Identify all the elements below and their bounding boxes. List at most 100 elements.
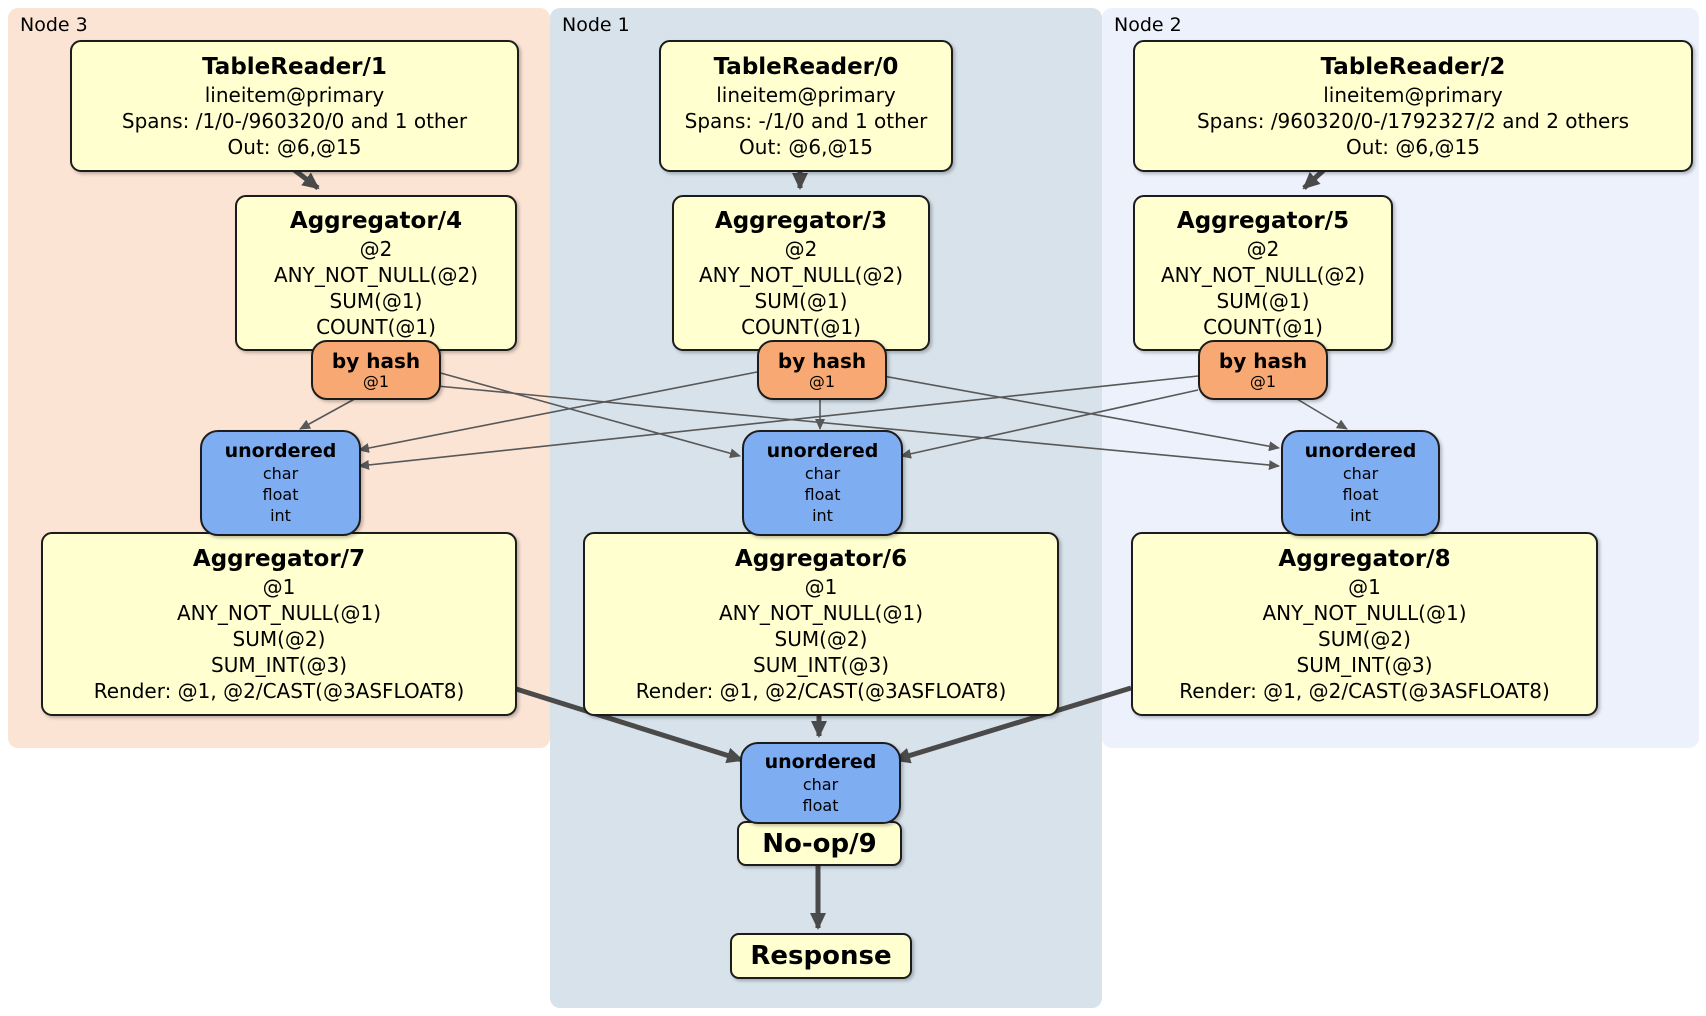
edge-agg7-to-finalsync xyxy=(512,685,744,764)
sync-title: unordered xyxy=(1304,440,1417,462)
box-title: No-op/9 xyxy=(762,828,877,859)
sync-item: int xyxy=(1350,506,1371,525)
sync-item: float xyxy=(262,485,299,504)
sync-item: int xyxy=(270,506,291,525)
tablereader-2-box: TableReader/2 lineitem@primary Spans: /9… xyxy=(1133,40,1693,172)
router-key: @1 xyxy=(808,372,836,391)
box-title: Aggregator/5 xyxy=(1176,208,1350,234)
box-line: SUM(@2) xyxy=(774,627,868,651)
box-line: SUM_INT(@3) xyxy=(753,653,889,677)
edge-tr1-to-agg4 xyxy=(291,167,320,190)
sync-title: unordered xyxy=(764,750,877,773)
box-line: @2 xyxy=(784,237,818,261)
edge-router2-to-sync3 xyxy=(358,375,1199,470)
box-line: SUM_INT(@3) xyxy=(1296,653,1433,677)
router-key: @1 xyxy=(1249,372,1277,391)
box-line: lineitem@primary xyxy=(204,83,385,107)
box-line: ANY_NOT_NULL(@2) xyxy=(699,263,903,287)
box-title: TableReader/0 xyxy=(713,54,899,80)
router-title: by hash xyxy=(777,349,867,373)
edge-tr2-to-agg5 xyxy=(1302,167,1327,190)
sync-title: unordered xyxy=(766,440,879,462)
box-title: Aggregator/4 xyxy=(289,208,463,234)
sync-item: int xyxy=(812,506,833,525)
box-line: Render: @1, @2/CAST(@3ASFLOAT8) xyxy=(1179,679,1550,703)
box-line: lineitem@primary xyxy=(1323,83,1503,107)
box-line: SUM(@2) xyxy=(1318,627,1411,651)
sync-item: char xyxy=(1342,464,1379,483)
box-line: Render: @1, @2/CAST(@3ASFLOAT8) xyxy=(635,679,1007,703)
box-line: COUNT(@1) xyxy=(1203,315,1323,339)
tablereader-0-box: TableReader/0 lineitem@primary Spans: -/… xyxy=(659,40,953,172)
box-line: SUM(@1) xyxy=(329,289,423,313)
edge-router1-to-sync3 xyxy=(358,371,758,453)
box-title: TableReader/1 xyxy=(202,54,387,80)
sync-item: char xyxy=(802,774,839,794)
panel-node3-label: Node 3 xyxy=(20,14,88,36)
box-line: ANY_NOT_NULL(@1) xyxy=(719,601,923,625)
box-line: @2 xyxy=(359,237,393,261)
box-line: Render: @1, @2/CAST(@3ASFLOAT8) xyxy=(93,679,465,703)
sync-item: float xyxy=(802,795,839,815)
sync-item: float xyxy=(1342,485,1379,504)
unordered-sync-final: unordered char float xyxy=(740,742,901,824)
aggregator-5-box: Aggregator/5 @2 ANY_NOT_NULL(@2) SUM(@1)… xyxy=(1133,195,1393,351)
aggregator-6-box: Aggregator/6 @1 ANY_NOT_NULL(@1) SUM(@2)… xyxy=(583,532,1059,716)
box-title: Aggregator/6 xyxy=(734,546,908,572)
edge-router3-to-sync3 xyxy=(299,395,361,430)
box-title: Aggregator/3 xyxy=(714,208,888,234)
box-line: Spans: /960320/0-/1792327/2 and 2 others xyxy=(1196,109,1629,133)
aggregator-3-box: Aggregator/3 @2 ANY_NOT_NULL(@2) SUM(@1)… xyxy=(672,195,930,351)
box-line: Out: @6,@15 xyxy=(739,135,873,159)
noop-9-box: No-op/9 xyxy=(737,821,902,866)
box-line: SUM_INT(@3) xyxy=(211,653,347,677)
box-line: SUM(@2) xyxy=(232,627,326,651)
unordered-sync-node1: unordered char float int xyxy=(742,430,903,536)
router-title: by hash xyxy=(1218,349,1308,373)
edge-router3-to-sync1 xyxy=(436,371,741,459)
edge-router3-to-sync2 xyxy=(436,385,1280,471)
sync-title: unordered xyxy=(224,440,337,462)
aggregator-7-box: Aggregator/7 @1 ANY_NOT_NULL(@1) SUM(@2)… xyxy=(41,532,517,716)
sync-item: char xyxy=(804,464,841,483)
hash-router-node2: by hash @1 xyxy=(1198,340,1328,400)
router-key: @1 xyxy=(362,372,390,391)
box-line: COUNT(@1) xyxy=(316,315,436,339)
box-line: @1 xyxy=(1348,575,1381,599)
sync-item: float xyxy=(804,485,841,504)
box-line: SUM(@1) xyxy=(1216,289,1310,313)
edge-router2-to-sync2 xyxy=(1291,395,1348,430)
sync-item: char xyxy=(262,464,299,483)
box-line: SUM(@1) xyxy=(754,289,848,313)
hash-router-node3: by hash @1 xyxy=(311,340,441,400)
box-line: @2 xyxy=(1246,237,1280,261)
box-line: ANY_NOT_NULL(@1) xyxy=(177,601,381,625)
edge-agg8-to-finalsync xyxy=(893,685,1132,764)
box-line: Out: @6,@15 xyxy=(227,135,362,159)
box-title: Response xyxy=(750,941,892,971)
panel-node1-label: Node 1 xyxy=(562,14,630,36)
tablereader-1-box: TableReader/1 lineitem@primary Spans: /1… xyxy=(70,40,519,172)
box-line: ANY_NOT_NULL(@1) xyxy=(1262,601,1467,625)
aggregator-8-box: Aggregator/8 @1 ANY_NOT_NULL(@1) SUM(@2)… xyxy=(1131,532,1598,716)
edge-router2-to-sync1 xyxy=(900,389,1199,459)
aggregator-4-box: Aggregator/4 @2 ANY_NOT_NULL(@2) SUM(@1)… xyxy=(235,195,517,351)
box-line: Out: @6,@15 xyxy=(1346,135,1480,159)
box-line: ANY_NOT_NULL(@2) xyxy=(274,263,478,287)
box-line: @1 xyxy=(804,575,838,599)
box-title: TableReader/2 xyxy=(1320,54,1506,80)
edge-router1-to-sync2 xyxy=(882,375,1280,452)
unordered-sync-node3: unordered char float int xyxy=(200,430,361,536)
box-line: COUNT(@1) xyxy=(741,315,861,339)
box-line: lineitem@primary xyxy=(716,83,896,107)
box-title: Aggregator/8 xyxy=(1278,546,1451,572)
panel-node2-label: Node 2 xyxy=(1114,14,1182,36)
box-line: Spans: /1/0-/960320/0 and 1 other xyxy=(121,109,468,133)
unordered-sync-node2: unordered char float int xyxy=(1281,430,1440,536)
box-title: Aggregator/7 xyxy=(192,546,366,572)
box-line: ANY_NOT_NULL(@2) xyxy=(1161,263,1365,287)
box-line: @1 xyxy=(262,575,296,599)
hash-router-node1: by hash @1 xyxy=(757,340,887,400)
